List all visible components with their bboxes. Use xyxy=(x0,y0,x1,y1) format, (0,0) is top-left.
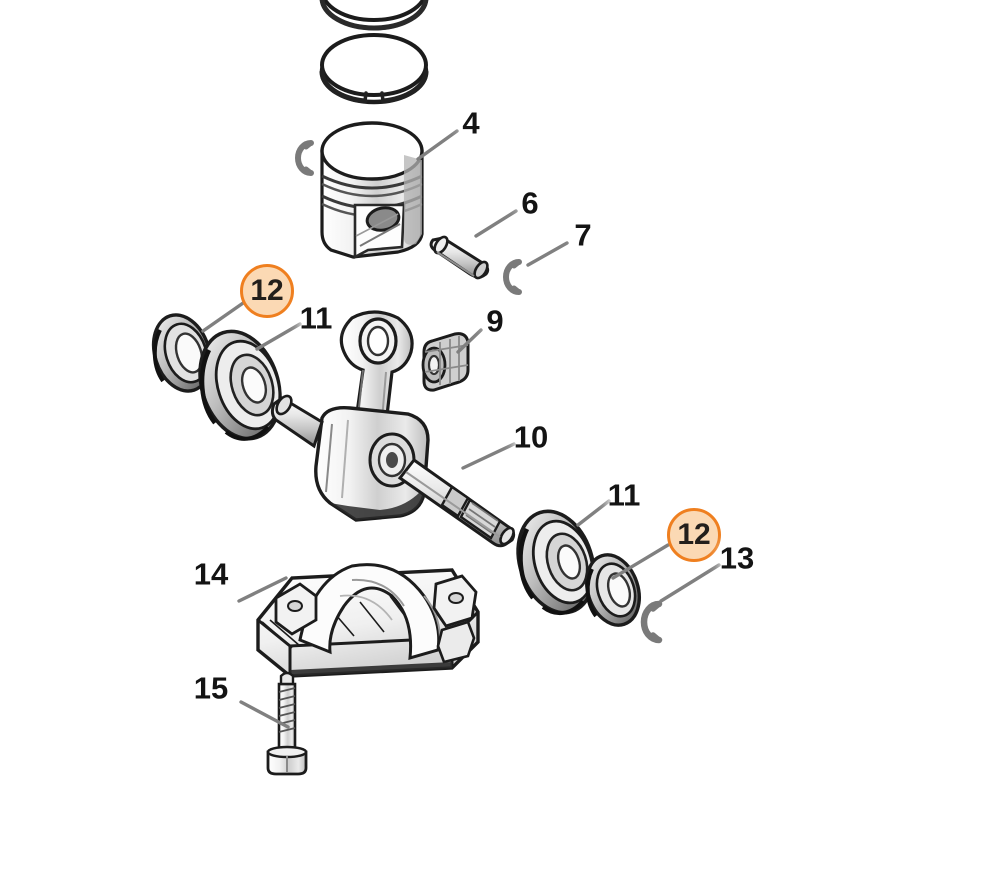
callout-badge-12[interactable]: 12 xyxy=(667,508,721,562)
crankshaft-part xyxy=(270,310,516,548)
piston-ring-upper xyxy=(319,0,429,31)
ball-bearing-left-part xyxy=(198,329,282,441)
callout-label-11[interactable]: 11 xyxy=(607,477,641,513)
leader-lines xyxy=(201,129,721,729)
leader-9 xyxy=(456,328,483,354)
callout-badge-12[interactable]: 12 xyxy=(240,264,294,318)
leader-4 xyxy=(416,129,459,161)
circlip-part-13 xyxy=(640,600,663,644)
leader-10 xyxy=(461,442,516,470)
piston-ring-lower xyxy=(319,33,429,105)
piston-part xyxy=(320,121,424,260)
piston-pin-part xyxy=(429,235,490,280)
needle-cage-bearing-part xyxy=(421,332,470,392)
callout-label-6[interactable]: 6 xyxy=(521,185,539,221)
callout-label-9[interactable]: 9 xyxy=(486,303,504,339)
leader-7 xyxy=(526,241,569,267)
crankcase-half-part xyxy=(256,563,480,678)
callout-label-7[interactable]: 7 xyxy=(574,217,592,253)
circlip-left-icon xyxy=(295,140,314,176)
callout-label-14[interactable]: 14 xyxy=(193,556,229,592)
callout-number: 12 xyxy=(677,518,711,551)
leader-15 xyxy=(239,700,290,729)
ball-bearing-right-part xyxy=(516,509,596,616)
leader-6 xyxy=(474,209,518,238)
circlip-part-7 xyxy=(503,259,522,295)
callout-label-10[interactable]: 10 xyxy=(513,419,549,455)
leader-12a xyxy=(201,299,248,333)
leader-14 xyxy=(237,576,288,603)
callout-number: 12 xyxy=(250,274,284,307)
leader-11a xyxy=(255,322,302,351)
callout-label-4[interactable]: 4 xyxy=(462,105,480,141)
leader-12b xyxy=(611,543,670,580)
leader-11b xyxy=(576,499,611,527)
screw-part xyxy=(266,671,308,776)
oil-seal-right-part xyxy=(585,553,641,627)
callout-label-13[interactable]: 13 xyxy=(719,540,755,576)
callout-label-11[interactable]: 11 xyxy=(299,300,333,336)
leader-13 xyxy=(659,563,721,603)
oil-seal-left-part xyxy=(151,313,213,393)
callout-label-15[interactable]: 15 xyxy=(193,670,229,706)
